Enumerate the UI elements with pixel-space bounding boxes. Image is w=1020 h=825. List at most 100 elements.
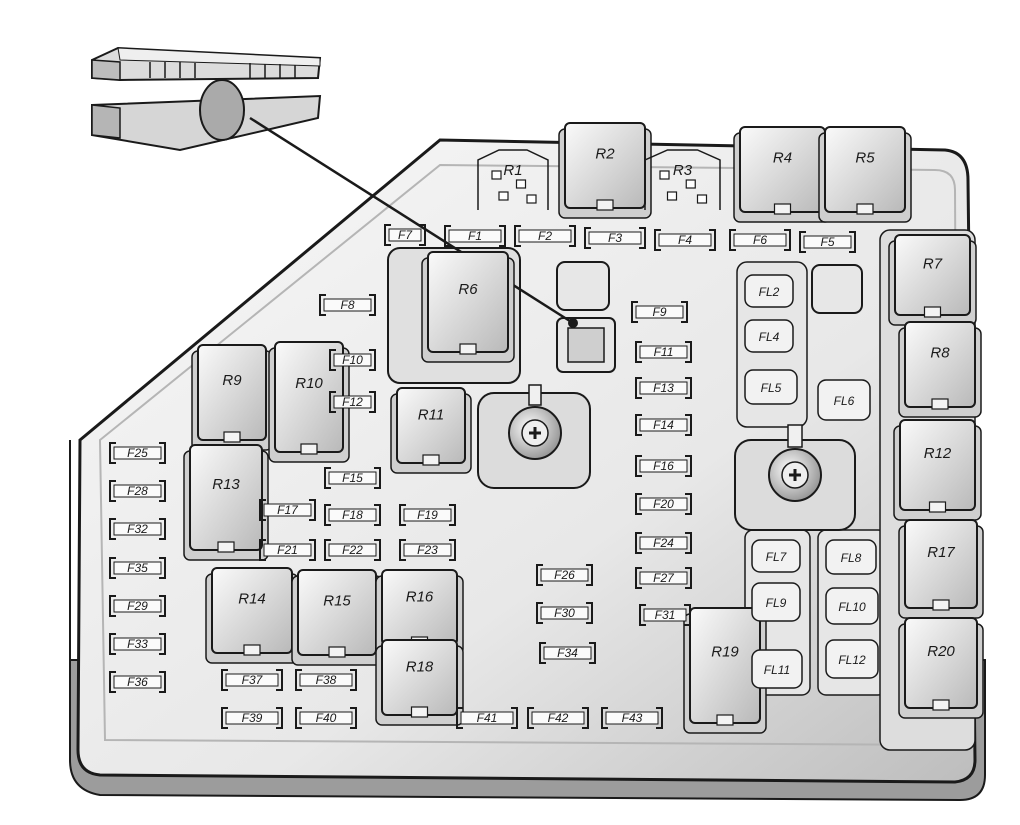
fuse-f36: F36 bbox=[109, 671, 166, 693]
fuse-label-f22: F22 bbox=[342, 543, 363, 557]
fuse-label-f15: F15 bbox=[342, 471, 363, 485]
fuse-bracket-left-f15 bbox=[324, 467, 331, 489]
fuse-label-f40: F40 bbox=[316, 711, 337, 725]
relay-body-r13 bbox=[189, 444, 263, 551]
fuse-f10: F10 bbox=[329, 349, 376, 371]
fuse-body-f33 bbox=[113, 637, 162, 651]
fuse-bracket-right-f24 bbox=[685, 532, 692, 554]
fusible-link-body-fl9 bbox=[751, 582, 801, 622]
relay-body-r12 bbox=[899, 419, 976, 511]
fuse-label-f12: F12 bbox=[342, 395, 363, 409]
fuse-bracket-right-f32 bbox=[159, 518, 166, 540]
fuse-body-f22 bbox=[328, 543, 377, 557]
relay-body-r6 bbox=[427, 251, 509, 353]
relay-label-r14: R14 bbox=[238, 591, 266, 608]
terminal-bolt-right bbox=[734, 424, 856, 531]
fuse-f22: F22 bbox=[324, 539, 381, 561]
fuse-puller-tool bbox=[91, 46, 322, 152]
fuse-label-f42: F42 bbox=[548, 711, 569, 725]
fuse-f14: F14 bbox=[635, 414, 692, 436]
fuse-label-f34: F34 bbox=[557, 646, 578, 660]
fuse-f37: F37 bbox=[221, 669, 283, 691]
fuse-bracket-left-f26 bbox=[536, 564, 543, 586]
fusible-link-fl9: FL9 bbox=[751, 582, 801, 622]
fuse-bracket-left-f27 bbox=[635, 567, 642, 589]
relay-tab-r17 bbox=[932, 599, 950, 611]
fuse-bracket-left-f10 bbox=[329, 349, 336, 371]
relay-pin-r3-0 bbox=[659, 170, 670, 180]
fuse-bracket-left-f28 bbox=[109, 480, 116, 502]
fusible-link-body-fl6 bbox=[817, 379, 871, 421]
relay-r13: R13 bbox=[183, 444, 269, 561]
relay-tab-r9 bbox=[223, 431, 241, 443]
fuse-f15: F15 bbox=[324, 467, 381, 489]
fuse-bracket-right-f14 bbox=[685, 414, 692, 436]
fuse-body-f31 bbox=[643, 608, 687, 622]
relay-label-r11: R11 bbox=[418, 407, 444, 424]
fuse-body-f19 bbox=[403, 508, 452, 522]
fuse-body-f23 bbox=[403, 543, 452, 557]
fuse-label-f19: F19 bbox=[417, 508, 438, 522]
fuse-bracket-right-f4 bbox=[709, 229, 716, 251]
fuse-bracket-left-f32 bbox=[109, 518, 116, 540]
relay-tab-r12 bbox=[928, 501, 947, 513]
fuse-label-f1: F1 bbox=[468, 229, 482, 243]
puller-pointer-dot bbox=[568, 318, 578, 328]
relay-r3: R3 bbox=[644, 149, 721, 210]
fusible-link-fl12: FL12 bbox=[825, 639, 879, 679]
relay-body-r4 bbox=[739, 126, 826, 213]
relay-body-r20 bbox=[904, 617, 978, 709]
fuse-body-f40 bbox=[299, 711, 353, 725]
fuse-bracket-right-f11 bbox=[685, 341, 692, 363]
relay-body-r17 bbox=[904, 519, 978, 609]
fuse-f38: F38 bbox=[295, 669, 357, 691]
relay-tab-r20 bbox=[932, 699, 950, 711]
fuse-body-f41 bbox=[460, 711, 514, 725]
fuse-body-f39 bbox=[225, 711, 279, 725]
fuse-f24: F24 bbox=[635, 532, 692, 554]
fuse-label-f31: F31 bbox=[655, 608, 676, 622]
fuse-bracket-right-f37 bbox=[276, 669, 283, 691]
fuse-bracket-left-f35 bbox=[109, 557, 116, 579]
fuse-bracket-right-f36 bbox=[159, 671, 166, 693]
fuse-bracket-left-f41 bbox=[456, 707, 463, 729]
fuse-bracket-right-f23 bbox=[449, 539, 456, 561]
fuse-bracket-left-f33 bbox=[109, 633, 116, 655]
fuse-label-f43: F43 bbox=[622, 711, 643, 725]
puller-pointer-line bbox=[249, 116, 574, 325]
fuse-bracket-left-f3 bbox=[584, 227, 591, 249]
fuse-body-f43 bbox=[605, 711, 659, 725]
fusible-link-label-fl9: FL9 bbox=[766, 596, 787, 610]
fuse-body-f2 bbox=[518, 229, 572, 243]
fuse-body-f37 bbox=[225, 673, 279, 687]
relay-r1: R1 bbox=[477, 149, 549, 210]
fuse-label-f17: F17 bbox=[277, 503, 299, 517]
fuse-bracket-right-f28 bbox=[159, 480, 166, 502]
relay-label-r1: R1 bbox=[503, 162, 522, 179]
fuse-label-f13: F13 bbox=[653, 381, 674, 395]
fuse-bracket-left-f37 bbox=[221, 669, 228, 691]
relay-label-r17: R17 bbox=[927, 544, 955, 561]
fuse-bracket-left-f36 bbox=[109, 671, 116, 693]
relay-label-r2: R2 bbox=[595, 146, 615, 163]
relay-tab-r6 bbox=[459, 343, 477, 355]
fusible-link-body-fl5 bbox=[744, 369, 798, 405]
fuse-body-f10 bbox=[333, 353, 372, 367]
fuse-f27: F27 bbox=[635, 567, 692, 589]
fuse-label-f39: F39 bbox=[242, 711, 263, 725]
fusible-link-body-fl10 bbox=[825, 587, 879, 625]
fuse-bracket-left-f30 bbox=[536, 602, 543, 624]
terminal-bolt-left bbox=[477, 384, 591, 489]
fuse-body-f27 bbox=[639, 571, 688, 585]
fusible-link-label-fl7: FL7 bbox=[766, 550, 788, 564]
fuse-f1: F1 bbox=[444, 225, 506, 247]
relay-label-r3: R3 bbox=[673, 162, 693, 179]
fuse-bracket-left-f7 bbox=[384, 224, 391, 246]
fuse-bracket-left-f31 bbox=[639, 604, 646, 626]
fuse-label-f14: F14 bbox=[653, 418, 674, 432]
fuse-label-f35: F35 bbox=[127, 561, 148, 575]
relay-label-r16: R16 bbox=[406, 589, 434, 606]
fuse-f43: F43 bbox=[601, 707, 663, 729]
relay-body-r2 bbox=[564, 122, 646, 209]
